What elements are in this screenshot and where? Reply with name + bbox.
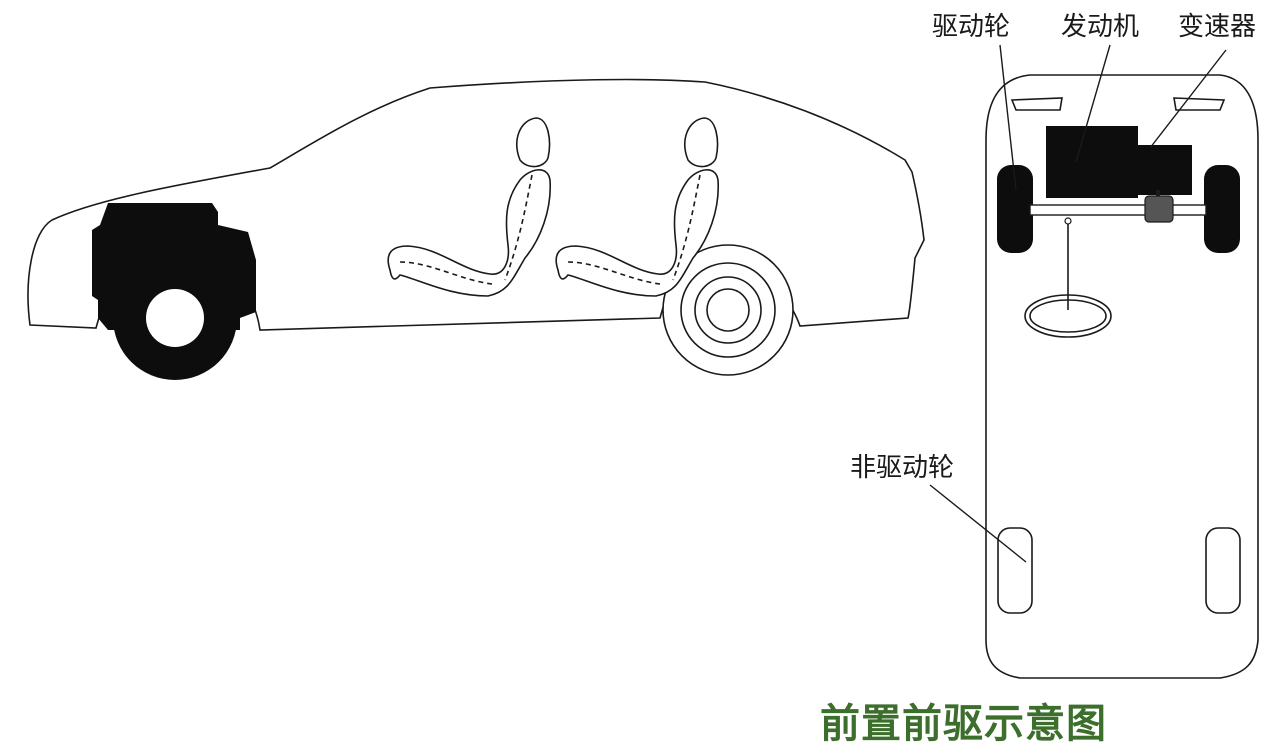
leader-engine [1075,44,1111,163]
leader-lines [929,44,1227,563]
rear-seat [555,117,719,297]
label-non-drive-wheel: 非驱动轮 [850,453,955,483]
label-drive-wheel: 驱动轮 [932,12,1011,42]
top-view-car [985,74,1259,679]
label-engine: 发动机 [1061,12,1140,42]
rear-wheel-right-top [1205,527,1241,614]
headlight-right [1173,97,1226,111]
front-seat [387,117,551,297]
front-wheel-left-top [997,165,1033,253]
front-drive-unit [92,203,256,380]
front-wheel-hub-side [146,289,204,347]
front-axle [1029,204,1207,216]
headlight-left [1010,97,1063,111]
engine-block-top [1046,126,1138,198]
rear-wheel-side [662,244,794,376]
leader-drive-wheel [999,44,1017,191]
differential [1144,195,1174,223]
rear-wheel-left-top [997,527,1033,614]
car-body-top [985,74,1259,679]
leader-non-drive-wheel [929,484,1027,563]
front-wheel-right-top [1204,165,1240,253]
label-transmission: 变速器 [1178,12,1257,42]
transmission-block-top [1138,145,1192,195]
top-drivetrain [997,126,1240,253]
leader-transmission [1149,49,1227,149]
diagram-caption: 前置前驱示意图 [820,701,1107,747]
